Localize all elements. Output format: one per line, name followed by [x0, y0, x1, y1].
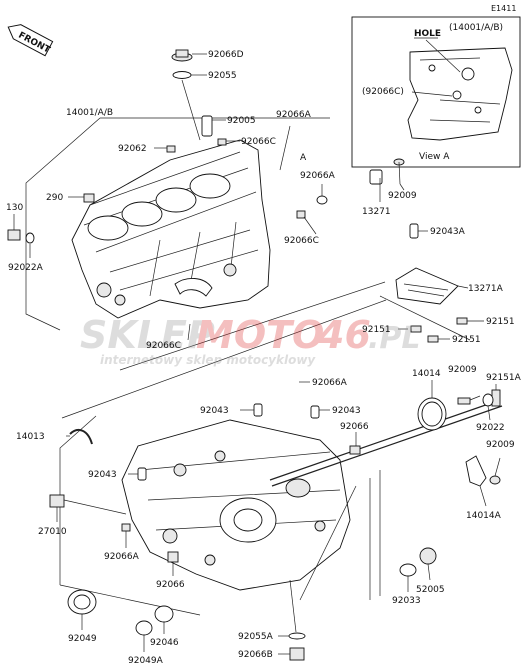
view-a-hole-label: HOLE: [414, 29, 441, 39]
callout-130: 130: [6, 203, 23, 213]
watermark-brand-right: MOTO: [196, 313, 324, 357]
callout-14013: 14013: [16, 432, 45, 442]
callout-92049: 92049: [68, 634, 97, 644]
callout-27010: 27010: [38, 527, 67, 537]
callout-92022: 92022: [476, 423, 505, 433]
callout-92009-mid: 92009: [448, 365, 477, 375]
callout-92055: 92055: [208, 71, 237, 81]
callout-92022A: 92022A: [8, 263, 44, 273]
view-a-part-ref: (14001/A/B): [449, 23, 503, 33]
callout-92055A: 92055A: [238, 632, 274, 642]
callout-14001-A-B: 14001/A/B: [66, 108, 113, 118]
callout-92151A: 92151A: [486, 373, 522, 383]
callout-92043-right: 92043: [332, 406, 361, 416]
callout-92066B: 92066B: [238, 650, 273, 660]
watermark-brand-number: 46: [317, 313, 371, 357]
callout-92066C-mid: 92066C: [284, 236, 319, 246]
callout-92066D: 92066D: [208, 50, 244, 60]
callout-92066A-bottom: 92066A: [104, 552, 140, 562]
callout-92066C-top: 92066C: [241, 137, 276, 147]
callout-92009-lower: 92009: [486, 440, 515, 450]
watermark: SKLEP MOTO 46 .PL internetowy sklep moto…: [80, 313, 421, 367]
callout-92066-bottom: 92066: [156, 580, 185, 590]
callout-13271A: 13271A: [468, 284, 504, 294]
callout-92066A-lower: 92066A: [312, 378, 348, 388]
leader-lines: [13, 53, 501, 655]
callout-92151-left: 92151: [362, 325, 391, 335]
callout-92046: 92046: [150, 638, 179, 648]
view-a-bolt-ref: (92066C): [362, 87, 404, 97]
callout-92066C-lower: 92066C: [146, 341, 181, 351]
callout-92043-left: 92043: [200, 406, 229, 416]
watermark-brand-left: SKLEP: [80, 313, 215, 357]
callout-92151-right: 92151: [486, 317, 515, 327]
callout-13271: 13271: [362, 207, 391, 217]
callout-view-a-marker: A: [300, 153, 307, 163]
callout-14014A: 14014A: [466, 511, 502, 521]
callout-92033: 92033: [392, 596, 421, 606]
diagram-code: E1411: [491, 4, 516, 13]
callout-290: 290: [46, 193, 63, 203]
watermark-brand-tld: .PL: [368, 321, 421, 356]
watermark-tagline: internetowy sklep motocyklowy: [100, 353, 316, 367]
callout-92151-lower: 92151: [452, 335, 481, 345]
front-arrow-icon: FRONT: [7, 24, 54, 57]
lower-crankcase: [121, 419, 351, 591]
callout-14014: 14014: [412, 369, 441, 379]
callout-92066A-top: 92066A: [276, 110, 312, 120]
callout-92043A: 92043A: [430, 227, 466, 237]
callout-labels: 92066D 92055 14001/A/B 92005 92066A 9206…: [6, 50, 522, 666]
callout-92049A: 92049A: [128, 656, 164, 666]
callout-92066-right: 92066: [340, 422, 369, 432]
callout-92062: 92062: [118, 144, 147, 154]
callout-92005: 92005: [227, 116, 256, 126]
callout-92066A-mid: 92066A: [300, 171, 336, 181]
upper-crankcase: [71, 139, 271, 319]
callout-92043-lower: 92043: [88, 470, 117, 480]
callout-92009-top: 92009: [388, 191, 417, 201]
leader-outlines: [25, 117, 471, 616]
callout-52005: 52005: [416, 585, 445, 595]
view-a-caption: View A: [419, 152, 450, 162]
view-a-inset: HOLE (14001/A/B) (92066C) View A: [351, 16, 521, 168]
